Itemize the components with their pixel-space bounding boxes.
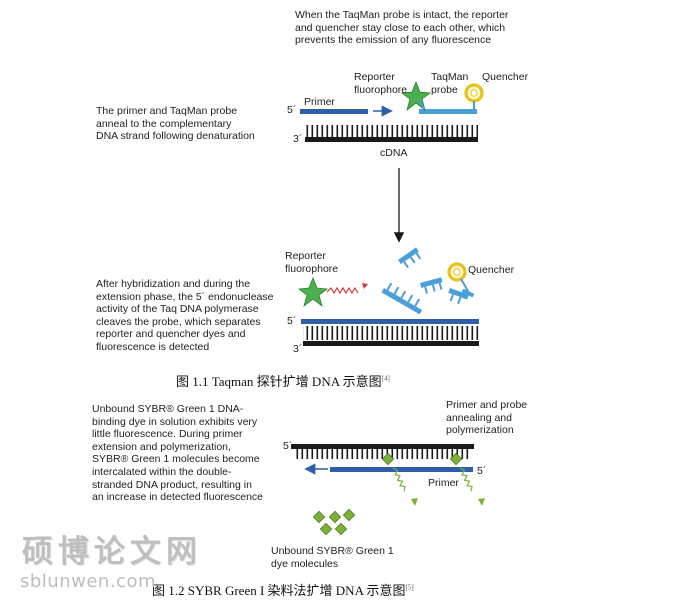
- reporter-link: [419, 99, 425, 110]
- unbound-sybr-note: Unbound SYBR® Green 1 DNA- binding dye i…: [92, 403, 264, 504]
- quencher-label-2: Quencher: [468, 264, 515, 276]
- five-prime-label-2: 5´: [287, 315, 297, 327]
- anneal-note: The primer and TaqMan probe anneal to th…: [96, 105, 255, 143]
- primer-label: Primer: [304, 96, 335, 108]
- green-emission-arrowhead: [411, 498, 418, 506]
- template-teeth: [295, 449, 470, 459]
- unbound-dye-cluster: [312, 508, 356, 536]
- green-emission-icon: [392, 467, 406, 492]
- watermark-chinese: 硕博论文网: [22, 534, 202, 570]
- figure-2-caption-text: 图 1.2 SYBR Green I 染料法扩增 DNA 示意图: [152, 583, 406, 598]
- free-quencher-stub: [461, 288, 475, 298]
- five-prime-right-label: 5´: [477, 465, 487, 477]
- extended-primer-strand: [301, 319, 479, 324]
- new-strand: [330, 467, 473, 472]
- paired-bases: [303, 326, 479, 340]
- cdna-label: cDNA: [380, 147, 408, 159]
- taqman-probe-strand: [419, 109, 477, 114]
- five-prime-label: 5´: [287, 104, 297, 116]
- figure-1-citation: [4]: [381, 374, 390, 383]
- cleaved-probe-fragment: [448, 288, 469, 305]
- figure-1-caption-text: 图 1.1 Taqman 探针扩增 DNA 示意图: [176, 374, 382, 389]
- reporter-fluorophore-icon: [400, 80, 432, 112]
- cdna-teeth: [305, 125, 478, 137]
- intact-probe-note: When the TaqMan probe is intact, the rep…: [295, 9, 509, 47]
- five-prime-top-label: 5´: [283, 440, 293, 452]
- green-emission-icon: [459, 467, 473, 492]
- cleavage-note: After hybridization and during the exten…: [96, 278, 274, 353]
- free-quencher-link: [460, 278, 469, 292]
- cleaved-probe-fragment: [381, 282, 423, 315]
- cleaved-probe-fragment: [398, 247, 422, 269]
- green-emission-arrowhead: [478, 498, 485, 506]
- unbound-dye-label: Unbound SYBR® Green 1 dye molecules: [271, 545, 394, 570]
- three-prime-label-2: 3´: [293, 343, 303, 355]
- cdna-strand: [305, 137, 478, 142]
- primer-strand: [300, 109, 368, 114]
- fluorescence-emission-icon: [326, 286, 359, 295]
- primer-label-2: Primer: [428, 477, 459, 489]
- figure-2-citation: [5]: [405, 583, 414, 592]
- intercalated-dye-icon: [381, 452, 395, 466]
- fig2-sybr-stage: [291, 444, 485, 536]
- cdna-strand-2: [303, 341, 479, 346]
- free-quencher-core: [453, 268, 461, 276]
- fig1-cleavage-stage: [297, 247, 479, 346]
- primer-probe-annealing-label: Primer and probe annealing and polymeriz…: [446, 399, 528, 437]
- figure-1-caption: 图 1.1 Taqman 探针扩增 DNA 示意图[4]: [176, 371, 390, 390]
- cleaved-probe-fragment: [420, 277, 443, 294]
- taqman-probe-label: TaqMan probe: [431, 71, 469, 96]
- quencher-label: Quencher: [482, 71, 529, 83]
- reporter-label-2: Reporter fluorophore: [285, 250, 339, 275]
- watermark-url: sblunwen.com: [20, 571, 156, 592]
- three-prime-label: 3´: [293, 133, 303, 145]
- free-reporter-icon: [297, 276, 329, 308]
- emission-arrowhead: [362, 283, 368, 289]
- intercalated-dye-icon: [449, 452, 463, 466]
- fig1-intact-stage: [300, 80, 484, 142]
- quencher-core: [470, 89, 478, 97]
- reporter-label: Reporter fluorophore: [354, 71, 408, 96]
- figure-2-caption: 图 1.2 SYBR Green I 染料法扩增 DNA 示意图[5]: [152, 580, 414, 599]
- template-strand: [291, 444, 474, 449]
